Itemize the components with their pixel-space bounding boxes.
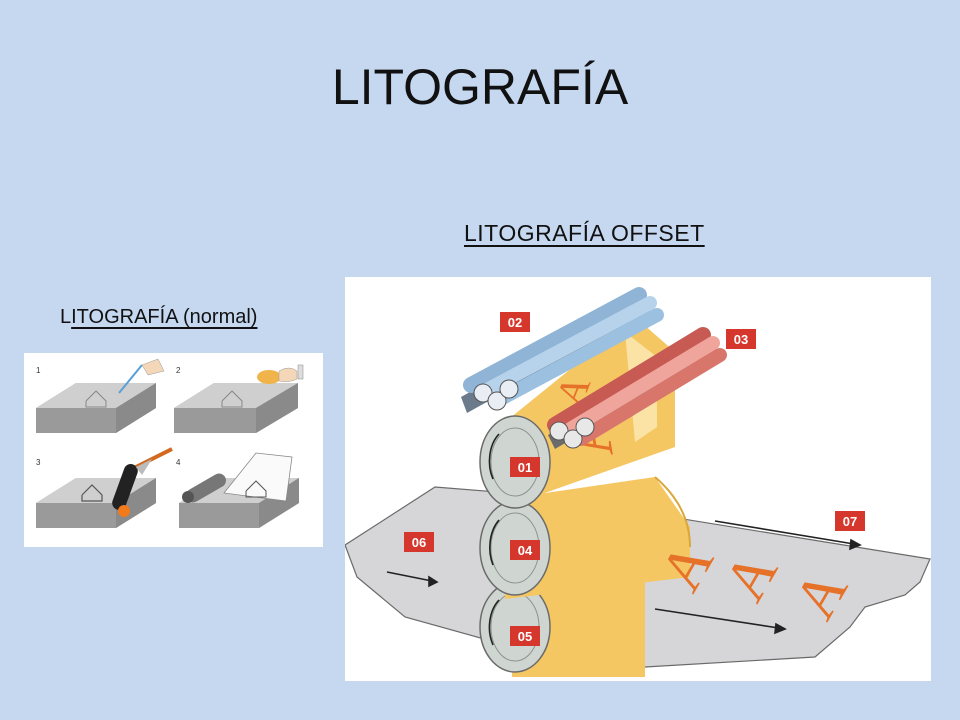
step-4-stone: 4 [176,452,299,528]
svg-text:04: 04 [518,543,533,558]
label-01: 01 [510,457,540,477]
label-03: 03 [726,329,756,349]
label-02: 02 [500,312,530,332]
normal-heading: LITOGRAFÍA (normal) [60,306,257,329]
normal-heading-first: L [60,306,72,328]
svg-text:05: 05 [518,629,532,644]
step-number: 3 [36,458,41,467]
label-04: 04 [510,540,540,560]
svg-text:06: 06 [412,535,426,550]
paper-feed-arrows [386,520,862,635]
step-2-stone: 2 [174,364,304,433]
normal-lithography-illustration: 1 2 3 [24,353,323,547]
normal-heading-rest: ITOGRAFÍA (normal) [71,306,258,328]
offset-lithography-diagram: A A A [345,277,931,681]
slide-title: LITOGRAFÍA [331,59,629,115]
svg-text:02: 02 [508,315,522,330]
label-07: 07 [835,511,865,531]
svg-text:01: 01 [518,460,532,475]
step-3-stone: 3 [36,447,173,528]
svg-text:07: 07 [843,514,857,529]
step-number: 4 [176,458,181,467]
step-number: 1 [36,366,41,375]
svg-text:03: 03 [734,332,748,347]
step-number: 2 [176,366,181,375]
ink-rollers-02 [461,287,664,413]
label-06: 06 [404,532,434,552]
step-1-stone: 1 [36,358,165,433]
ink-rollers-03 [547,327,727,449]
label-05: 05 [510,626,540,646]
offset-heading: LITOGRAFÍA OFFSET [464,220,705,246]
